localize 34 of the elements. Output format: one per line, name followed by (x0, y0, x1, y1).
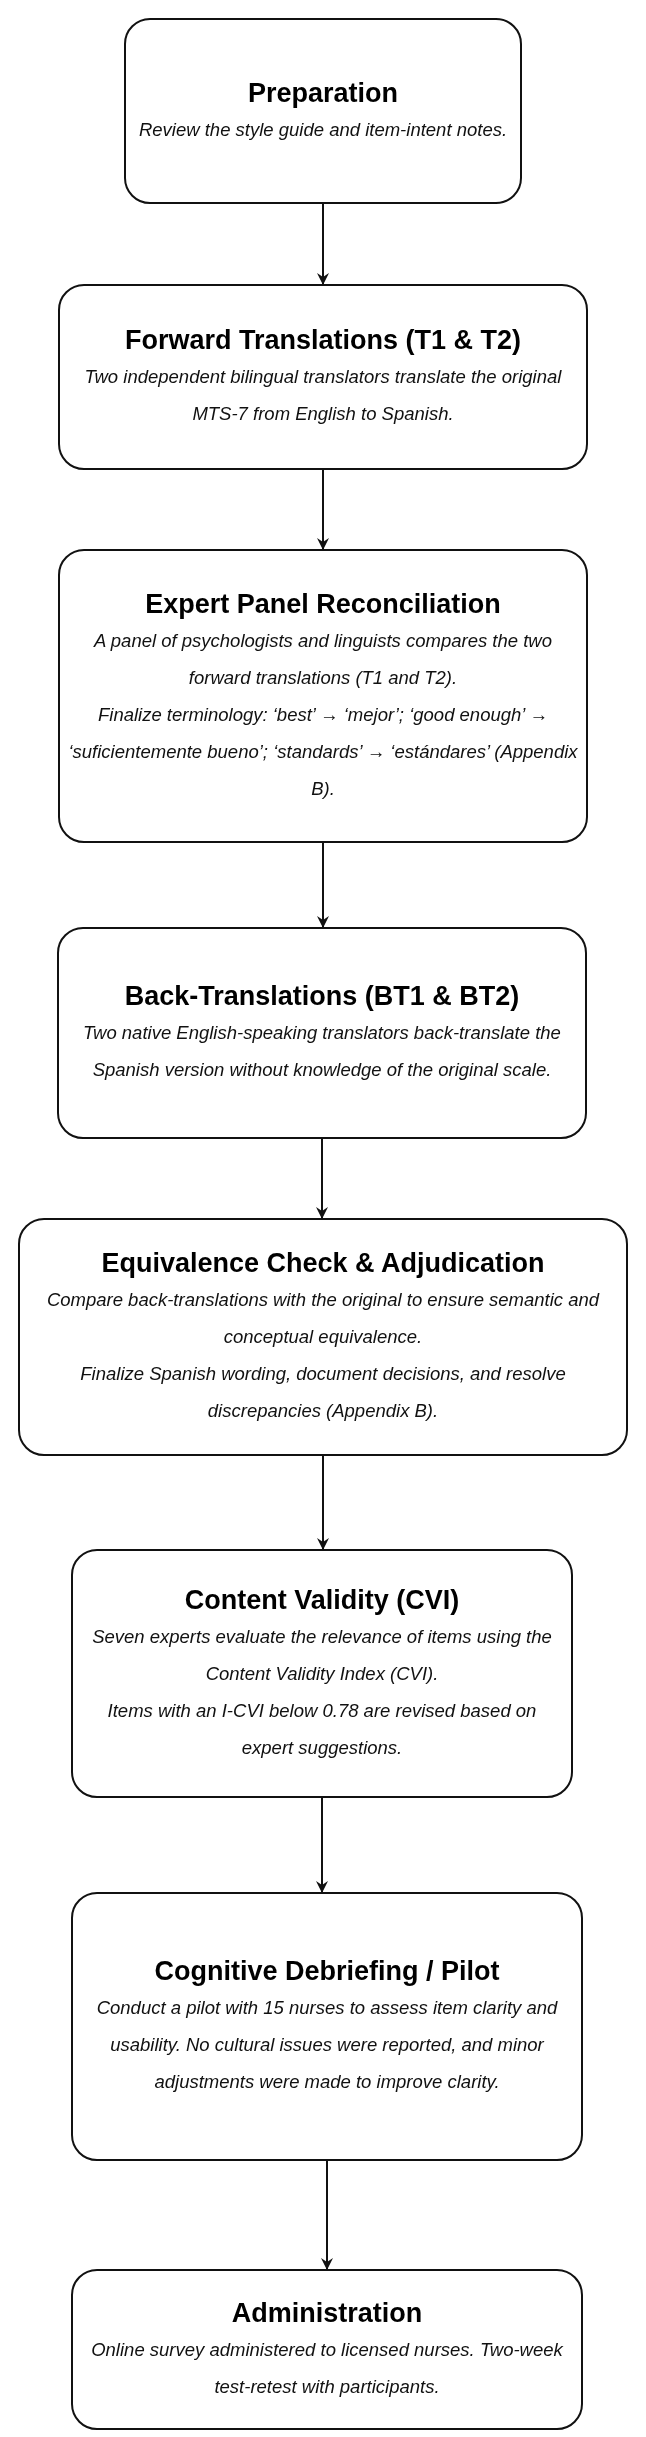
step-description: Online survey administered to licensed nurses. Two-week test-retest with participants. (90, 2337, 564, 2399)
process-box (71, 2269, 583, 2430)
step-title: Expert Panel Reconciliation (145, 587, 501, 621)
process-box (57, 927, 587, 1139)
step-title: Forward Translations (T1 & T2) (124, 324, 522, 357)
step-description: A panel of psychologists and linguists compares the two forward translations (T1 and T2). (92, 628, 553, 690)
arrow (316, 1138, 328, 1219)
process-box (71, 1892, 583, 2161)
step-title: Administration (231, 2296, 423, 2330)
step-title: Content Validity (CVI) (184, 1583, 460, 1617)
process-box (58, 284, 588, 470)
step-description: Seven experts evaluate the relevance of items using the Content Validity Index (CVI). (91, 1624, 553, 1686)
step-title: Back-Translations (BT1 & BT2) (124, 980, 520, 1013)
step-description: Finalize Spanish wording, document decisions, and resolve discrepancies (Appendix B). (79, 1362, 567, 1423)
process-box (124, 18, 522, 204)
step-description: Finalize terminology: ‘best’ → ‘mejor’; ‘good enough’ → ‘suficientemente bueno’; ‘standards’ → ‘estándares’ (Appendix B). (68, 702, 578, 801)
step-title: Cognitive Debriefing / Pilot (154, 1955, 500, 1988)
arrow (317, 842, 329, 928)
process-box (58, 549, 588, 843)
arrow (321, 2160, 333, 2270)
process-box (71, 1549, 573, 1798)
arrow (317, 203, 329, 285)
step-description: Two native English-speaking translators back-translate the Spanish version without knowledge of the original scale. (82, 1021, 562, 1082)
step-title: Preparation (247, 76, 398, 110)
step-title: Equivalence Check & Adjudication (101, 1247, 545, 1280)
step-description: Items with an I-CVI below 0.78 are revised based on expert suggestions. (106, 1698, 538, 1760)
arrow (317, 1455, 329, 1550)
step-description: Compare back-translations with the original to ensure semantic and conceptual equivalence. (45, 1288, 601, 1349)
process-box (18, 1218, 628, 1456)
arrow (317, 469, 329, 550)
step-description: Two independent bilingual translators translate the original MTS-7 from English to Spanish. (83, 365, 563, 426)
step-description: Conduct a pilot with 15 nurses to assess item clarity and usability. No cultural issues were reported, and minor adjustments were made to improve clarity. (95, 1996, 559, 2094)
arrow (316, 1797, 328, 1893)
step-description: Review the style guide and item-intent notes. (138, 117, 508, 142)
